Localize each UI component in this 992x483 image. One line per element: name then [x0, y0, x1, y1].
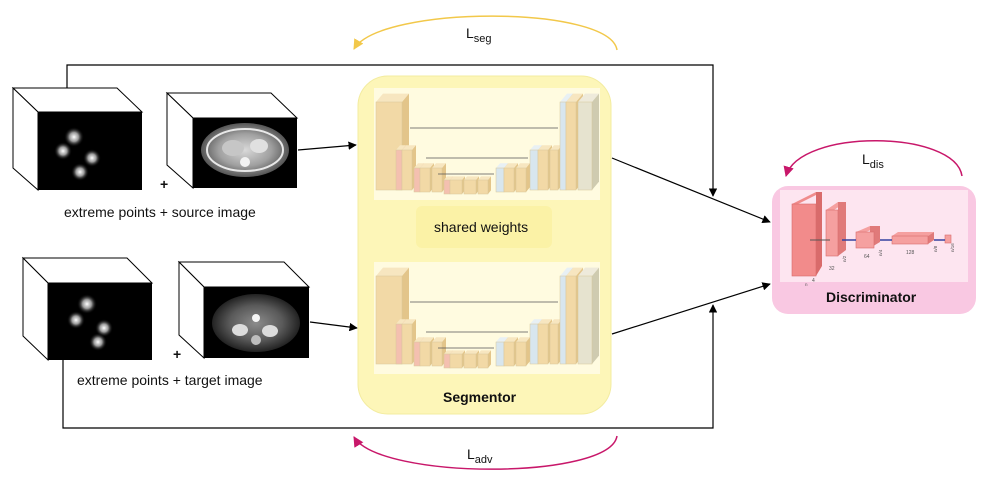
unet-dec-1c: [577, 267, 599, 365]
loss-adv-label: Ladv: [467, 446, 493, 466]
source-ct-image-cube: [165, 91, 299, 190]
disc-size-n4: n/4: [878, 249, 883, 256]
target-to-segmentor-arrow: [309, 321, 358, 332]
loss-seg-label: Lseg: [466, 25, 492, 45]
loss-dis-label: Ldis: [862, 151, 884, 171]
shared-weights-box: [416, 206, 552, 248]
source-caption: extreme points + source image: [64, 204, 256, 220]
segmentor-top-to-discriminator-arrow: [611, 157, 771, 224]
seg-loss-arc: [353, 15, 618, 51]
unet-dec-1c: [577, 93, 599, 191]
unet-top: [374, 88, 600, 200]
segmentor-title: Segmentor: [443, 389, 517, 405]
disc-size-n: n: [805, 282, 808, 287]
target-plus-sign: +: [173, 346, 182, 362]
adv-loss-arc: [353, 435, 618, 470]
unet-dec-3c: [515, 337, 530, 367]
unet-dec-3c: [515, 163, 530, 193]
unet-enc-4b: [449, 350, 465, 369]
disc-channel-4: 4: [812, 278, 815, 284]
disc-size-n8: n/8: [933, 245, 938, 252]
bottom-bypass-line: [62, 304, 718, 429]
source-extreme-points-cube: [11, 86, 144, 192]
discriminator-network: 32 64 128 4 n/2 n/4 n/8 n/16 n: [791, 192, 955, 287]
source-plus-sign: +: [160, 176, 169, 192]
disc-channel-128: 128: [906, 250, 915, 256]
target-ct-image-cube: [177, 260, 311, 360]
disc-channel-64: 64: [864, 254, 870, 260]
shared-weights-label: shared weights: [434, 219, 529, 235]
unet-enc-4d: [477, 176, 491, 195]
disc-channel-32: 32: [829, 266, 835, 272]
disc-size-n16: n/16: [950, 243, 955, 252]
segmentor-bottom-to-discriminator-arrow: [611, 282, 771, 335]
unet-enc-2b: [401, 145, 416, 191]
dis-loss-arc: [783, 140, 963, 178]
top-bypass-line: [66, 64, 718, 197]
source-to-segmentor-arrow: [297, 141, 357, 151]
discriminator-title: Discriminator: [826, 289, 917, 305]
unet-bottom: [374, 262, 600, 374]
disc-size-n2: n/2: [842, 255, 847, 262]
unet-enc-4d: [477, 350, 491, 369]
target-extreme-points-cube: [21, 256, 154, 362]
target-caption: extreme points + target image: [77, 372, 263, 388]
unet-enc-4c: [463, 350, 479, 369]
unet-enc-4c: [463, 176, 479, 195]
unet-enc-1: [375, 267, 409, 365]
unet-enc-4b: [449, 176, 465, 195]
